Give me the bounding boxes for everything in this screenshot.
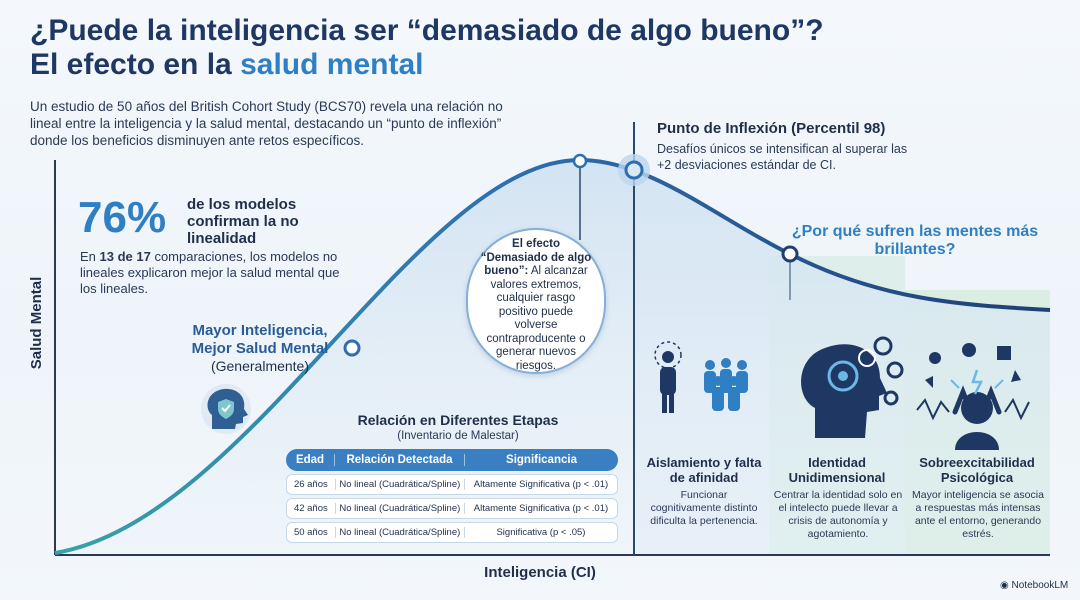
inflection-text: Desafíos únicos se intensifican al super… [657, 142, 908, 172]
table-cell-edad: 42 años [293, 503, 328, 514]
title-line-1: ¿Puede la inteligencia ser “demasiado de… [30, 14, 824, 47]
why-title: ¿Por qué sufren las mentes más brillante… [791, 223, 1039, 258]
page-title: ¿Puede la inteligencia ser “demasiado de… [30, 14, 1040, 82]
mayor-inteligencia-title: Mayor Inteligencia, Mejor Salud Mental [191, 322, 329, 357]
brain-gears-icon [801, 336, 904, 438]
table-header-relacion: Relación Detectada [334, 454, 464, 466]
notebooklm-logo: ◉ NotebookLM [1000, 580, 1068, 591]
table-row: 26 años No lineal (Cuadrática/Spline) Al… [286, 474, 618, 495]
table-title: Relación en Diferentes Etapas [357, 412, 559, 428]
card-identidad-text: Centrar la identidad solo en el intelect… [773, 489, 903, 540]
card-aislamiento-title: Aislamiento y falta de afinidad [646, 455, 762, 485]
logo-text: NotebookLM [1011, 580, 1069, 591]
stat-text: En 13 de 17 comparaciones, los modelos n… [80, 249, 350, 297]
title-line-2-prefix: El efecto en la [30, 48, 241, 81]
mayor-inteligencia-subtitle: (Generalmente) [210, 358, 310, 374]
card-identidad-title: Identidad Unidimensional [788, 455, 886, 485]
card-aislamiento-text: Funcionar cognitivamente distinto dificu… [650, 489, 758, 527]
table-header-row: Edad Relación Detectada Significancia [286, 449, 618, 471]
inflection-title: Punto de Inflexión (Percentil 98) [657, 120, 886, 137]
brain-shield-icon [201, 384, 251, 434]
stat-text-bold: 13 de 17 [99, 249, 151, 264]
stages-table: Edad Relación Detectada Significancia 26… [286, 449, 618, 543]
marker-peak [572, 153, 588, 169]
table-header-edad: Edad [295, 454, 325, 466]
callout-demasiado-bueno: El efecto “Demasiado de algo bueno”: Al … [466, 228, 606, 374]
table-row: 42 años No lineal (Cuadrática/Spline) Al… [286, 498, 618, 519]
isolated-person-icon [654, 341, 748, 413]
stat-text-prefix: En [80, 249, 100, 264]
stat-text-suffix: comparaciones, los modelos no lineales e… [80, 249, 340, 296]
callout-text: Al alcanzar valores extremos, cualquier … [486, 265, 588, 372]
stat-headline: de los modelos confirman la no linealida… [187, 196, 299, 247]
table-cell-significancia: Significativa (p < .05) [463, 527, 617, 538]
marker-mayor-inteligencia [343, 339, 361, 357]
overwhelmed-head-icon [916, 343, 1030, 450]
card-sobreexcitabilidad-title: Sobreexcitabilidad Psicológica [919, 455, 1035, 485]
y-axis-label: Salud Mental [28, 276, 45, 370]
table-cell-edad: 50 años [293, 527, 328, 538]
title-line-2: El efecto en la salud mental [30, 48, 1040, 82]
intro-text: Un estudio de 50 años del British Cohort… [30, 99, 503, 148]
table-row: 50 años No lineal (Cuadrática/Spline) Si… [286, 522, 618, 543]
curve-line [54, 157, 1051, 555]
table-cell-relacion: No lineal (Cuadrática/Spline) [334, 527, 464, 538]
table-header-significancia: Significancia [464, 454, 618, 466]
table-cell-edad: 26 años [293, 479, 328, 490]
table-cell-significancia: Altamente Significativa (p < .01) [463, 503, 617, 514]
table-cell-relacion: No lineal (Cuadrática/Spline) [334, 503, 464, 514]
table-subtitle: (Inventario de Malestar) [397, 430, 519, 442]
title-line-2-highlight: salud mental [240, 48, 424, 81]
table-cell-significancia: Altamente Significativa (p < .01) [463, 479, 617, 490]
x-axis-label: Inteligencia (CI) [484, 564, 596, 581]
card-sobreexcitabilidad-text: Mayor inteligencia se asocia a respuesta… [912, 489, 1044, 540]
marker-inflection [624, 160, 644, 180]
table-cell-relacion: No lineal (Cuadrática/Spline) [334, 479, 464, 490]
callout-bold: El efecto “Demasiado de algo bueno”: [480, 238, 592, 277]
stat-value: 76% [78, 193, 167, 242]
logo-icon: ◉ [1000, 580, 1012, 591]
